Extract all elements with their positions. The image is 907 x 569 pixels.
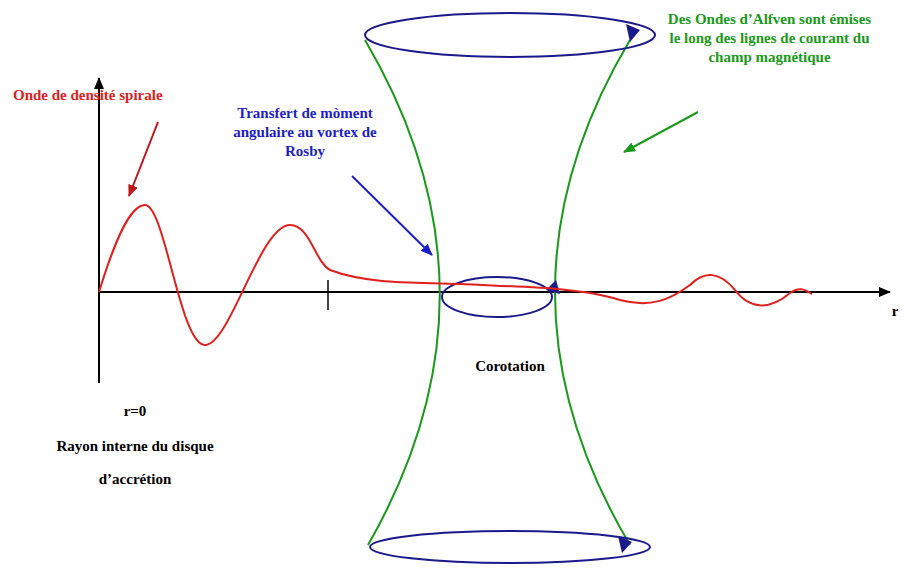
leader-arrow (624, 112, 698, 152)
field-line (365, 40, 440, 545)
vortex-label: Transfert de mòment angulaire au vortex … (215, 104, 395, 161)
rotation-arrowhead (618, 536, 632, 553)
corotation-label: Corotation (440, 357, 580, 376)
rotation-arrowhead (546, 280, 560, 294)
alfven-label: Des Ondes d’Alfven sont émises le long d… (662, 10, 877, 67)
origin-label: r=0 (50, 402, 220, 421)
rotation-ellipse (370, 531, 650, 563)
rotation-arrowhead (626, 24, 640, 42)
axis-tick (327, 280, 329, 310)
density-wave (99, 205, 812, 345)
wave-label: Onde de densité spirale (13, 86, 203, 105)
leader-arrow (129, 122, 158, 196)
rotation-ellipse (365, 13, 655, 57)
vertical-axis (98, 78, 100, 383)
inner-radius-label: Rayon interne du disque d’accrétion (40, 430, 230, 496)
radius-axis (99, 291, 890, 293)
leader-arrow (352, 176, 432, 255)
axis-label: r (887, 302, 903, 321)
